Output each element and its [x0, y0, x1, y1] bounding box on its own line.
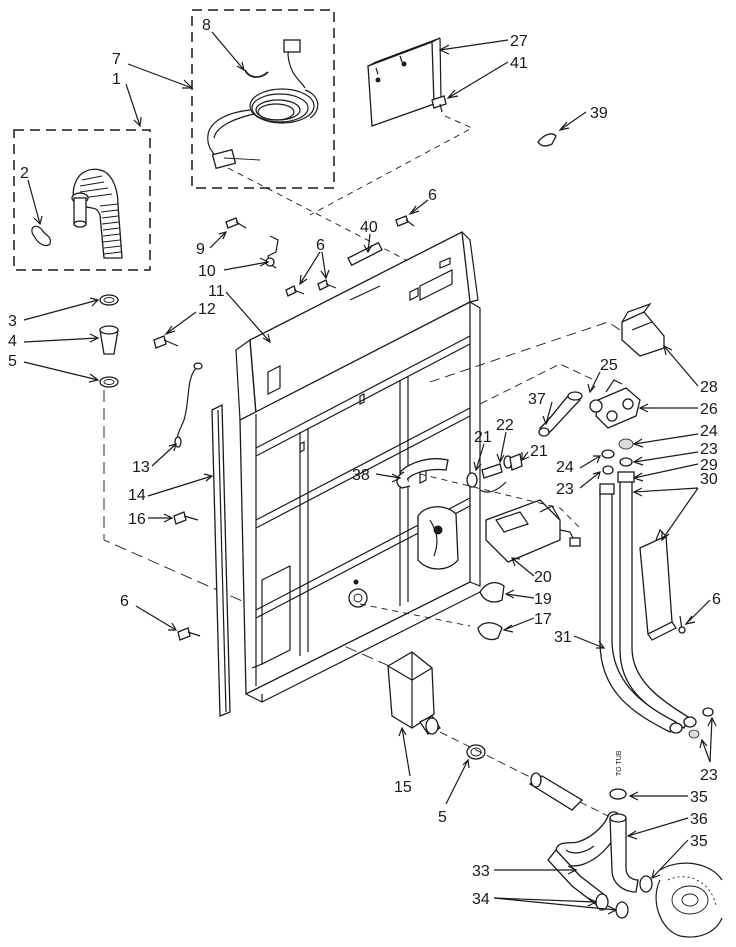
clip-19	[479, 581, 505, 603]
callout-17: 17	[534, 611, 552, 628]
drain-outlet-15	[387, 651, 441, 735]
callout-24-lower: 24	[556, 459, 574, 476]
hose-clamp-wire	[31, 225, 51, 247]
power-cord-kit-box	[191, 9, 335, 189]
callout-35-top: 35	[690, 789, 708, 806]
ring-5	[99, 376, 119, 388]
callout-16: 16	[128, 511, 146, 528]
clip	[537, 133, 557, 147]
callout-23-upper: 23	[700, 441, 718, 458]
callout-4: 4	[8, 333, 17, 350]
fill-hoses	[599, 471, 697, 734]
callout-39: 39	[590, 105, 608, 122]
callout-23-lower: 23	[556, 481, 574, 498]
callout-6-right: 6	[712, 591, 721, 608]
screw-12	[153, 335, 179, 349]
callout-12: 12	[198, 301, 216, 318]
callout-5-lower: 5	[438, 809, 447, 826]
callout-5: 5	[8, 353, 17, 370]
callout-15: 15	[394, 779, 412, 796]
washers	[601, 438, 634, 475]
callout-20: 20	[534, 569, 552, 586]
callout-7: 7	[112, 51, 121, 68]
callout-27: 27	[510, 33, 528, 50]
callout-24-upper: 24	[700, 423, 718, 440]
callout-35-lower: 35	[690, 833, 708, 850]
screw-9	[225, 217, 247, 229]
ring-3	[99, 294, 119, 306]
valve-bracket-28	[621, 302, 665, 357]
to-tub-label: TO TUB	[616, 750, 623, 776]
callout-9: 9	[196, 241, 205, 258]
tub-outlet	[655, 862, 723, 938]
callout-3: 3	[8, 313, 17, 330]
callout-41: 41	[510, 55, 528, 72]
clamps-35-34	[609, 788, 653, 919]
callout-labels: 7 1 8 27 41 39 2 6 40 9 6 10 11 12 3 4 5…	[8, 17, 721, 908]
callout-23-bottom: 23	[700, 767, 718, 784]
callout-33: 33	[472, 863, 490, 880]
callout-11: 11	[208, 283, 225, 300]
power-cord	[207, 39, 319, 170]
hose-end-washers	[688, 707, 714, 739]
callout-13: 13	[132, 459, 150, 476]
coupling-4	[99, 325, 119, 355]
callout-26: 26	[700, 401, 718, 418]
pressure-fittings	[466, 453, 523, 493]
callout-2: 2	[20, 165, 29, 182]
callout-28: 28	[700, 379, 718, 396]
callout-1: 1	[112, 71, 121, 88]
inlet-hose-37	[538, 391, 583, 437]
callout-22: 22	[496, 417, 514, 434]
callout-40: 40	[360, 219, 378, 236]
panel-cover	[367, 37, 442, 127]
callout-14: 14	[128, 487, 146, 504]
drain-hose-segment	[528, 772, 584, 811]
callout-38: 38	[352, 467, 370, 484]
clip-17	[477, 622, 503, 641]
screw-6-d	[678, 615, 686, 634]
air-tube-38	[396, 458, 449, 489]
callout-6-pair: 6	[316, 237, 325, 254]
screw-16	[173, 511, 199, 525]
callout-6-left: 6	[120, 593, 129, 610]
drain-hose-33	[547, 811, 621, 911]
callout-31: 31	[554, 629, 572, 646]
callout-30: 30	[700, 471, 718, 488]
callout-37: 37	[528, 391, 546, 408]
ring-5-lower	[466, 744, 486, 760]
callout-10: 10	[198, 263, 216, 280]
callout-21-left: 21	[474, 429, 492, 446]
drain-hose-kit-box	[13, 129, 151, 271]
callout-36: 36	[690, 811, 708, 828]
screw-6-c	[177, 627, 201, 641]
callout-29: 29	[700, 457, 718, 474]
hose-bracket-30	[639, 528, 677, 641]
screw	[431, 95, 447, 113]
screw-6-a	[395, 215, 415, 227]
pump-mount	[417, 506, 459, 570]
drain-hose-36	[609, 813, 639, 893]
drain-hose	[71, 168, 123, 259]
callout-25: 25	[600, 357, 618, 374]
screws-6-b	[285, 279, 337, 297]
callout-8: 8	[202, 17, 211, 34]
callout-21-right: 21	[530, 443, 548, 460]
leader-lines	[23, 31, 717, 915]
callout-6-top: 6	[428, 187, 437, 204]
water-valve	[589, 379, 641, 429]
pressure-switch-20	[485, 499, 581, 563]
side-rail	[211, 403, 231, 717]
callout-34: 34	[472, 891, 490, 908]
callout-19: 19	[534, 591, 552, 608]
rear-panel	[235, 230, 481, 703]
clip-10	[265, 235, 279, 269]
wire-harness	[174, 362, 203, 448]
